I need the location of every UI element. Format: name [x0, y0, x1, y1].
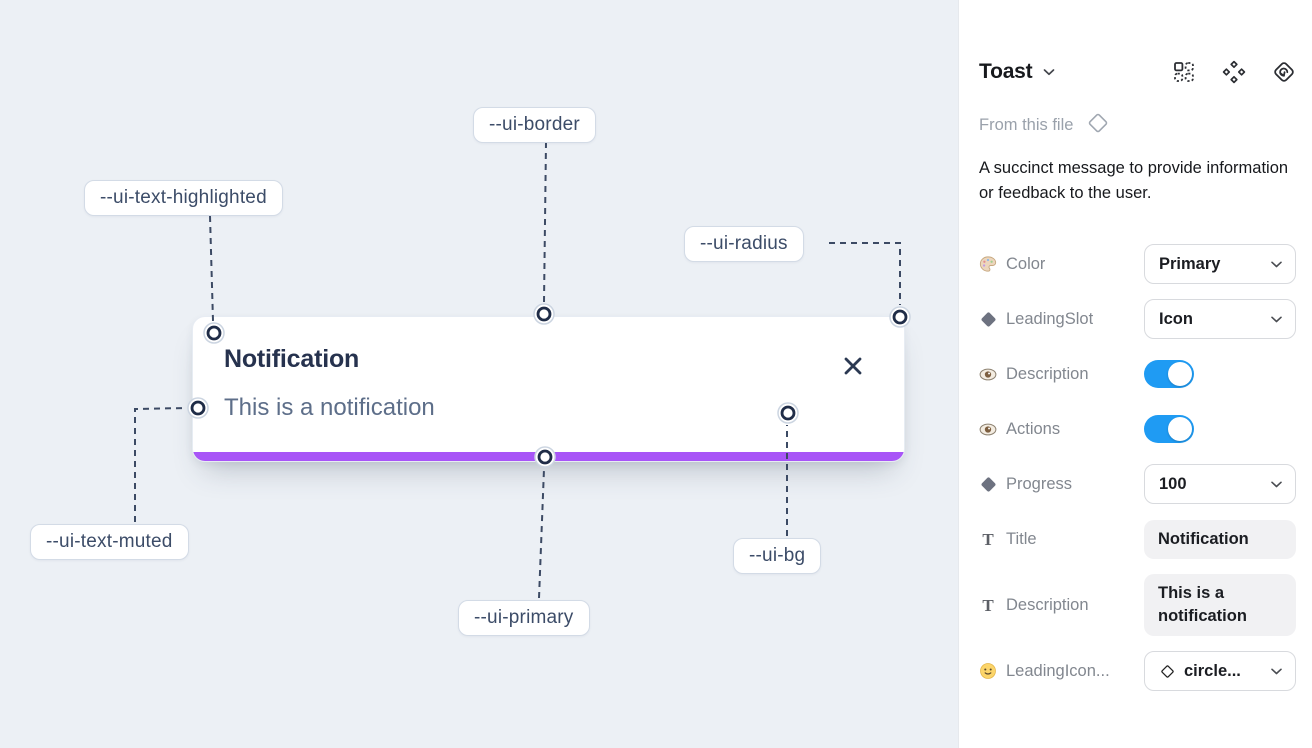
toast-title: Notification [224, 345, 360, 373]
diamond-outline-icon [1085, 110, 1111, 141]
close-icon[interactable] [840, 353, 866, 379]
design-canvas[interactable]: Notification This is a notification [0, 0, 958, 748]
prop-label-description: Description [1006, 364, 1089, 383]
connector-line-ui-text-muted [134, 407, 187, 522]
actions-toggle[interactable] [1144, 415, 1194, 443]
css-var-label-ui-radius[interactable]: --ui-radius [684, 226, 804, 262]
source-label: From this file [979, 115, 1074, 134]
progress-select[interactable]: 100 [1144, 464, 1296, 504]
component-selector[interactable]: Toast [979, 60, 1055, 84]
prop-label-progress: Progress [1006, 474, 1073, 493]
prop-label-actions: Actions [1006, 419, 1061, 438]
chevron-down-icon [1271, 481, 1282, 487]
prop-row-description-text: T Description This is a notification [979, 574, 1296, 636]
css-var-label-ui-text-highlighted[interactable]: --ui-text-highlighted [84, 180, 283, 216]
leadingicon-select-value: circle... [1184, 661, 1241, 680]
diamond-icon [979, 475, 997, 493]
prop-label-title: Title [1006, 529, 1037, 548]
css-var-label-ui-bg[interactable]: --ui-bg [733, 538, 822, 574]
prop-row-color: Color Primary [979, 244, 1296, 284]
panel-header: Toast [979, 54, 1296, 90]
toast-description: This is a notification [224, 394, 435, 421]
palette-icon [979, 255, 997, 273]
toast-component[interactable]: Notification This is a notification [192, 316, 905, 462]
prop-row-actions-toggle: Actions [979, 409, 1296, 449]
description-field-value: This is a notification [1158, 584, 1247, 625]
property-list: Color Primary LeadingSlot Icon [979, 244, 1296, 691]
swap-instance-icon[interactable] [1271, 60, 1296, 85]
chevron-down-icon [1271, 668, 1282, 674]
connector-line-ui-primary [538, 468, 545, 599]
color-select[interactable]: Primary [1144, 244, 1296, 284]
toggle-knob [1168, 417, 1192, 441]
toast-progress-bar [193, 452, 904, 461]
prop-row-leadingslot: LeadingSlot Icon [979, 299, 1296, 339]
prop-row-leadingicon: LeadingIcon... circle... [979, 651, 1296, 691]
progress-select-value: 100 [1159, 474, 1187, 493]
toggle-knob [1168, 362, 1192, 386]
diamond-icon [979, 310, 997, 328]
text-type-icon: T [982, 529, 994, 549]
component-icon[interactable] [1221, 60, 1246, 85]
text-type-icon: T [982, 595, 994, 615]
css-var-label-ui-border[interactable]: --ui-border [473, 107, 596, 143]
dotted-grid-icon[interactable] [1171, 60, 1196, 85]
panel-title: Toast [979, 60, 1033, 83]
connector-line-ui-radius [829, 242, 901, 305]
prop-label-color: Color [1006, 254, 1046, 273]
css-var-label-ui-text-muted[interactable]: --ui-text-muted [30, 524, 189, 560]
connector-line-ui-border [543, 141, 547, 303]
color-select-value: Primary [1159, 254, 1221, 273]
diamond-outline-icon [1161, 664, 1174, 678]
prop-row-title: T Title Notification [979, 519, 1296, 559]
component-description: A succinct message to provide informatio… [979, 159, 1289, 202]
eye-icon [979, 420, 997, 438]
chevron-down-icon [1271, 261, 1282, 267]
title-field[interactable]: Notification [1144, 519, 1296, 559]
leadingslot-select[interactable]: Icon [1144, 299, 1296, 339]
prop-label-leadingicon: LeadingIcon... [1006, 661, 1110, 680]
description-field[interactable]: This is a notification [1144, 574, 1296, 636]
chevron-down-icon [1043, 63, 1055, 81]
chevron-down-icon [1271, 316, 1282, 322]
prop-row-description-toggle: Description [979, 354, 1296, 394]
css-var-label-ui-primary[interactable]: --ui-primary [458, 600, 590, 636]
title-field-value: Notification [1158, 529, 1249, 548]
eye-icon [979, 365, 997, 383]
connector-line-ui-text-highlighted [209, 215, 214, 322]
prop-row-progress: Progress 100 [979, 464, 1296, 504]
source-row: From this file [979, 112, 1296, 138]
smiley-icon [979, 662, 997, 680]
prop-label-leadingslot: LeadingSlot [1006, 309, 1094, 328]
leadingicon-select[interactable]: circle... [1144, 651, 1296, 691]
leadingslot-select-value: Icon [1159, 309, 1193, 328]
prop-label-description-text: Description [1006, 595, 1089, 614]
description-toggle[interactable] [1144, 360, 1194, 388]
properties-panel: Toast [958, 0, 1312, 748]
